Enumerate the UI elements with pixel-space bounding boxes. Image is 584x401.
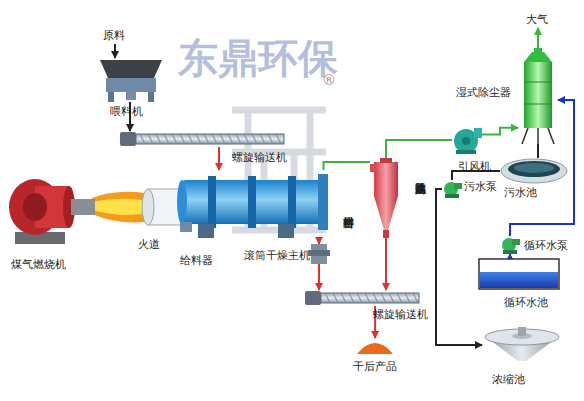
equipment-label: 滚筒干燥主机 <box>244 249 310 262</box>
equipment-label: 螺旋输送机 <box>232 151 287 164</box>
fire-channel <box>142 189 182 225</box>
induced-fan: 引风机 <box>452 126 482 154</box>
flow-line <box>385 238 387 290</box>
circulation-pump: 循环水泵 <box>500 236 520 254</box>
equipment-label: 喂料机 <box>110 105 143 118</box>
flow-line <box>218 147 220 170</box>
equipment-label: 干后产品 <box>353 360 397 373</box>
equipment-label: 原料 <box>103 29 125 42</box>
flow-line <box>482 128 518 135</box>
equipment-label: 螺旋输送机 <box>373 308 428 321</box>
material-input: 原料 <box>100 28 130 44</box>
watermark: 东鼎环保 <box>178 34 338 82</box>
cyclone-collector: 高效旋风除尘器 <box>370 158 402 238</box>
sealed-discharger-shape <box>308 244 330 264</box>
gas-burner: 煤气燃烧机 <box>5 172 95 247</box>
flow-line <box>114 44 116 58</box>
flow-line <box>509 254 511 258</box>
equipment-label: 煤气燃烧机 <box>11 258 66 271</box>
sealed-discharger: 密封排料器 <box>308 244 330 264</box>
circulation-pump-shape <box>500 236 520 254</box>
registered-mark: ® <box>322 72 336 89</box>
wet-scrubber-shape <box>518 48 558 144</box>
sewage-pool-shape <box>500 158 568 184</box>
flow-line <box>318 238 320 244</box>
equipment-label: 污水池 <box>504 186 537 199</box>
part-label: 给料器 <box>180 254 213 267</box>
flow-line <box>436 189 482 345</box>
gas-burner-shape <box>5 172 95 247</box>
sewage-pump-shape <box>442 180 462 198</box>
screw-conveyor: 螺旋输送机 <box>120 131 285 147</box>
dried-product: 干后产品 <box>357 338 393 354</box>
sewage-pool: 污水池 <box>500 158 568 184</box>
drum-dryer: 滚筒干燥主机 <box>178 170 328 238</box>
flow-line <box>386 140 452 158</box>
screw-conveyor-shape <box>120 131 285 147</box>
induced-fan-shape <box>452 126 482 154</box>
feeder-machine: 喂料机 <box>98 58 164 102</box>
part-label: 火道 <box>138 238 160 251</box>
equipment-label: 引风机 <box>458 160 491 173</box>
flow-line <box>324 162 371 170</box>
circulation-tank-shape <box>478 258 560 290</box>
screw-conveyor: 螺旋输送机 <box>305 290 420 306</box>
equipment-label: 大气 <box>526 13 548 26</box>
equipment-label: 循环水池 <box>504 296 548 309</box>
flow-line <box>537 28 539 48</box>
flow-line <box>537 144 539 158</box>
cyclone-collector-shape <box>370 158 402 238</box>
atmosphere-outlet: 大气 <box>524 12 552 28</box>
equipment-label: 污水泵 <box>464 180 497 193</box>
screw-conveyor-shape <box>305 290 420 306</box>
dried-product-shape <box>357 338 393 354</box>
drum-dryer-shape <box>178 170 328 238</box>
sewage-pump: 污水泵 <box>442 180 462 198</box>
equipment-label: 浓缩池 <box>492 373 525 386</box>
wet-scrubber: 湿式除尘器 <box>518 48 558 144</box>
circulation-tank: 循环水池 <box>478 258 560 290</box>
equipment-label: 循环水泵 <box>524 239 568 252</box>
feeder-machine-shape <box>98 58 164 102</box>
flow-line <box>318 264 320 290</box>
thickener-tank: 浓缩池 <box>482 327 562 363</box>
thickener-tank-shape <box>482 327 562 363</box>
equipment-label: 湿式除尘器 <box>456 86 511 99</box>
